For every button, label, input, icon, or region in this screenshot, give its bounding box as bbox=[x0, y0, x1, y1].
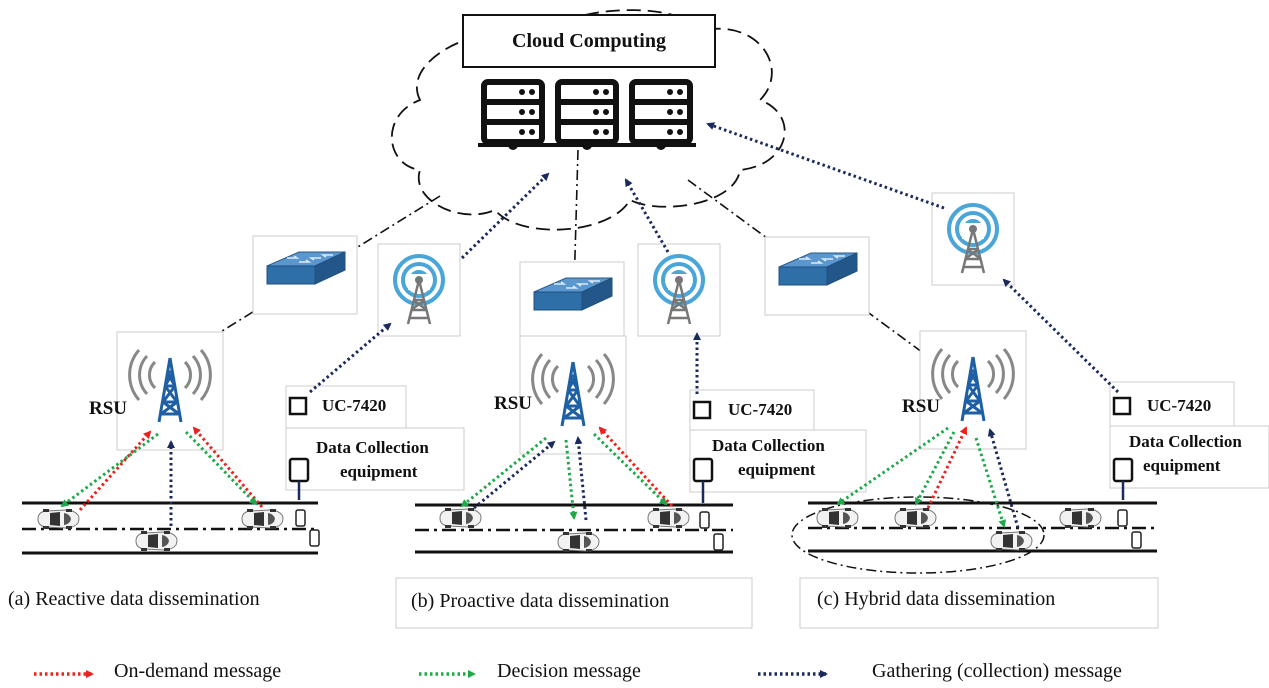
data-collection-device-icon bbox=[295, 509, 306, 527]
on-demand-arrow bbox=[926, 426, 968, 509]
data-collection-device-icon bbox=[699, 511, 710, 529]
legend-on-demand: On-demand message bbox=[114, 660, 282, 682]
equipment-label-c: Data Collection equipment bbox=[1129, 430, 1242, 478]
wireless-antenna-icon bbox=[376, 242, 462, 338]
decision-arrow bbox=[564, 439, 578, 520]
network-switch-icon bbox=[764, 236, 870, 316]
device-connectors bbox=[297, 481, 1125, 503]
car-icon bbox=[816, 507, 859, 529]
equipment-line2: equipment bbox=[340, 462, 418, 481]
network-switch-icon bbox=[519, 261, 625, 341]
decision-arrow bbox=[592, 432, 668, 506]
rsu-label-c: RSU bbox=[902, 396, 941, 417]
gathering-arrow bbox=[460, 172, 550, 260]
gathering-arrow bbox=[1002, 278, 1120, 394]
car-icon bbox=[894, 507, 937, 529]
message-arrows bbox=[60, 122, 1120, 529]
equipment-line2: equipment bbox=[738, 460, 816, 479]
device-label-b: UC-7420 bbox=[728, 400, 793, 419]
equipment-line2: equipment bbox=[1143, 456, 1221, 475]
equipment-label-a: Data Collection equipment bbox=[316, 436, 429, 484]
gathering-arrow bbox=[987, 428, 1020, 529]
data-collection-device-icon bbox=[309, 529, 320, 547]
data-collection-device-icon bbox=[1117, 509, 1128, 527]
data-collection-device-icon bbox=[713, 533, 724, 551]
device-label-a: UC-7420 bbox=[322, 396, 387, 415]
caption-hybrid: (c) Hybrid data dissemination bbox=[817, 588, 1056, 610]
on-demand-arrow bbox=[78, 430, 152, 512]
caption-proactive: (b) Proactive data dissemination bbox=[411, 590, 670, 612]
data-collection-device-icon bbox=[288, 396, 1134, 483]
car-icon bbox=[557, 531, 600, 553]
equipment-line1: Data Collection bbox=[316, 438, 429, 457]
wireless-antenna-icon bbox=[636, 242, 722, 338]
device-label-c: UC-7420 bbox=[1147, 396, 1212, 415]
decision-arrow bbox=[60, 432, 159, 508]
cloud-computing-title: Cloud Computing bbox=[462, 14, 716, 68]
gathering-arrow bbox=[309, 322, 392, 394]
legend-gathering: Gathering (collection) message bbox=[872, 660, 1122, 682]
equipment-line1: Data Collection bbox=[1129, 432, 1242, 451]
decision-arrow bbox=[974, 437, 1006, 528]
car-icon bbox=[439, 507, 482, 529]
gathering-arrow bbox=[473, 440, 556, 510]
data-collection-device-icon bbox=[1131, 531, 1142, 549]
on-demand-arrow bbox=[598, 426, 674, 508]
legend-decision: Decision message bbox=[497, 660, 641, 682]
car-icon bbox=[241, 508, 284, 530]
caption-reactive: (a) Reactive data dissemination bbox=[8, 588, 260, 610]
decision-arrow bbox=[184, 430, 258, 506]
rsu-label-a: RSU bbox=[89, 398, 128, 419]
car-icon bbox=[647, 507, 690, 529]
car-icon bbox=[37, 508, 80, 530]
caption-frames bbox=[395, 577, 1159, 629]
on-demand-arrow bbox=[192, 426, 264, 508]
rsu-label-b: RSU bbox=[494, 393, 533, 414]
rsu-tower-icon bbox=[918, 329, 1028, 451]
car-icon bbox=[135, 530, 178, 552]
car-icon bbox=[1059, 507, 1102, 529]
equipment-boxes bbox=[285, 381, 1269, 493]
server-rack-icon bbox=[478, 79, 696, 150]
car-icon bbox=[990, 530, 1033, 552]
rsu-tower-icon bbox=[518, 334, 628, 456]
rsu-tower-icon bbox=[115, 330, 225, 452]
decision-arrow bbox=[460, 436, 547, 508]
equipment-line1: Data Collection bbox=[712, 436, 825, 455]
decision-arrow bbox=[914, 431, 956, 506]
network-switch-icon bbox=[252, 235, 358, 315]
equipment-label-b: Data Collection equipment bbox=[712, 434, 825, 482]
decision-arrow bbox=[836, 426, 949, 506]
